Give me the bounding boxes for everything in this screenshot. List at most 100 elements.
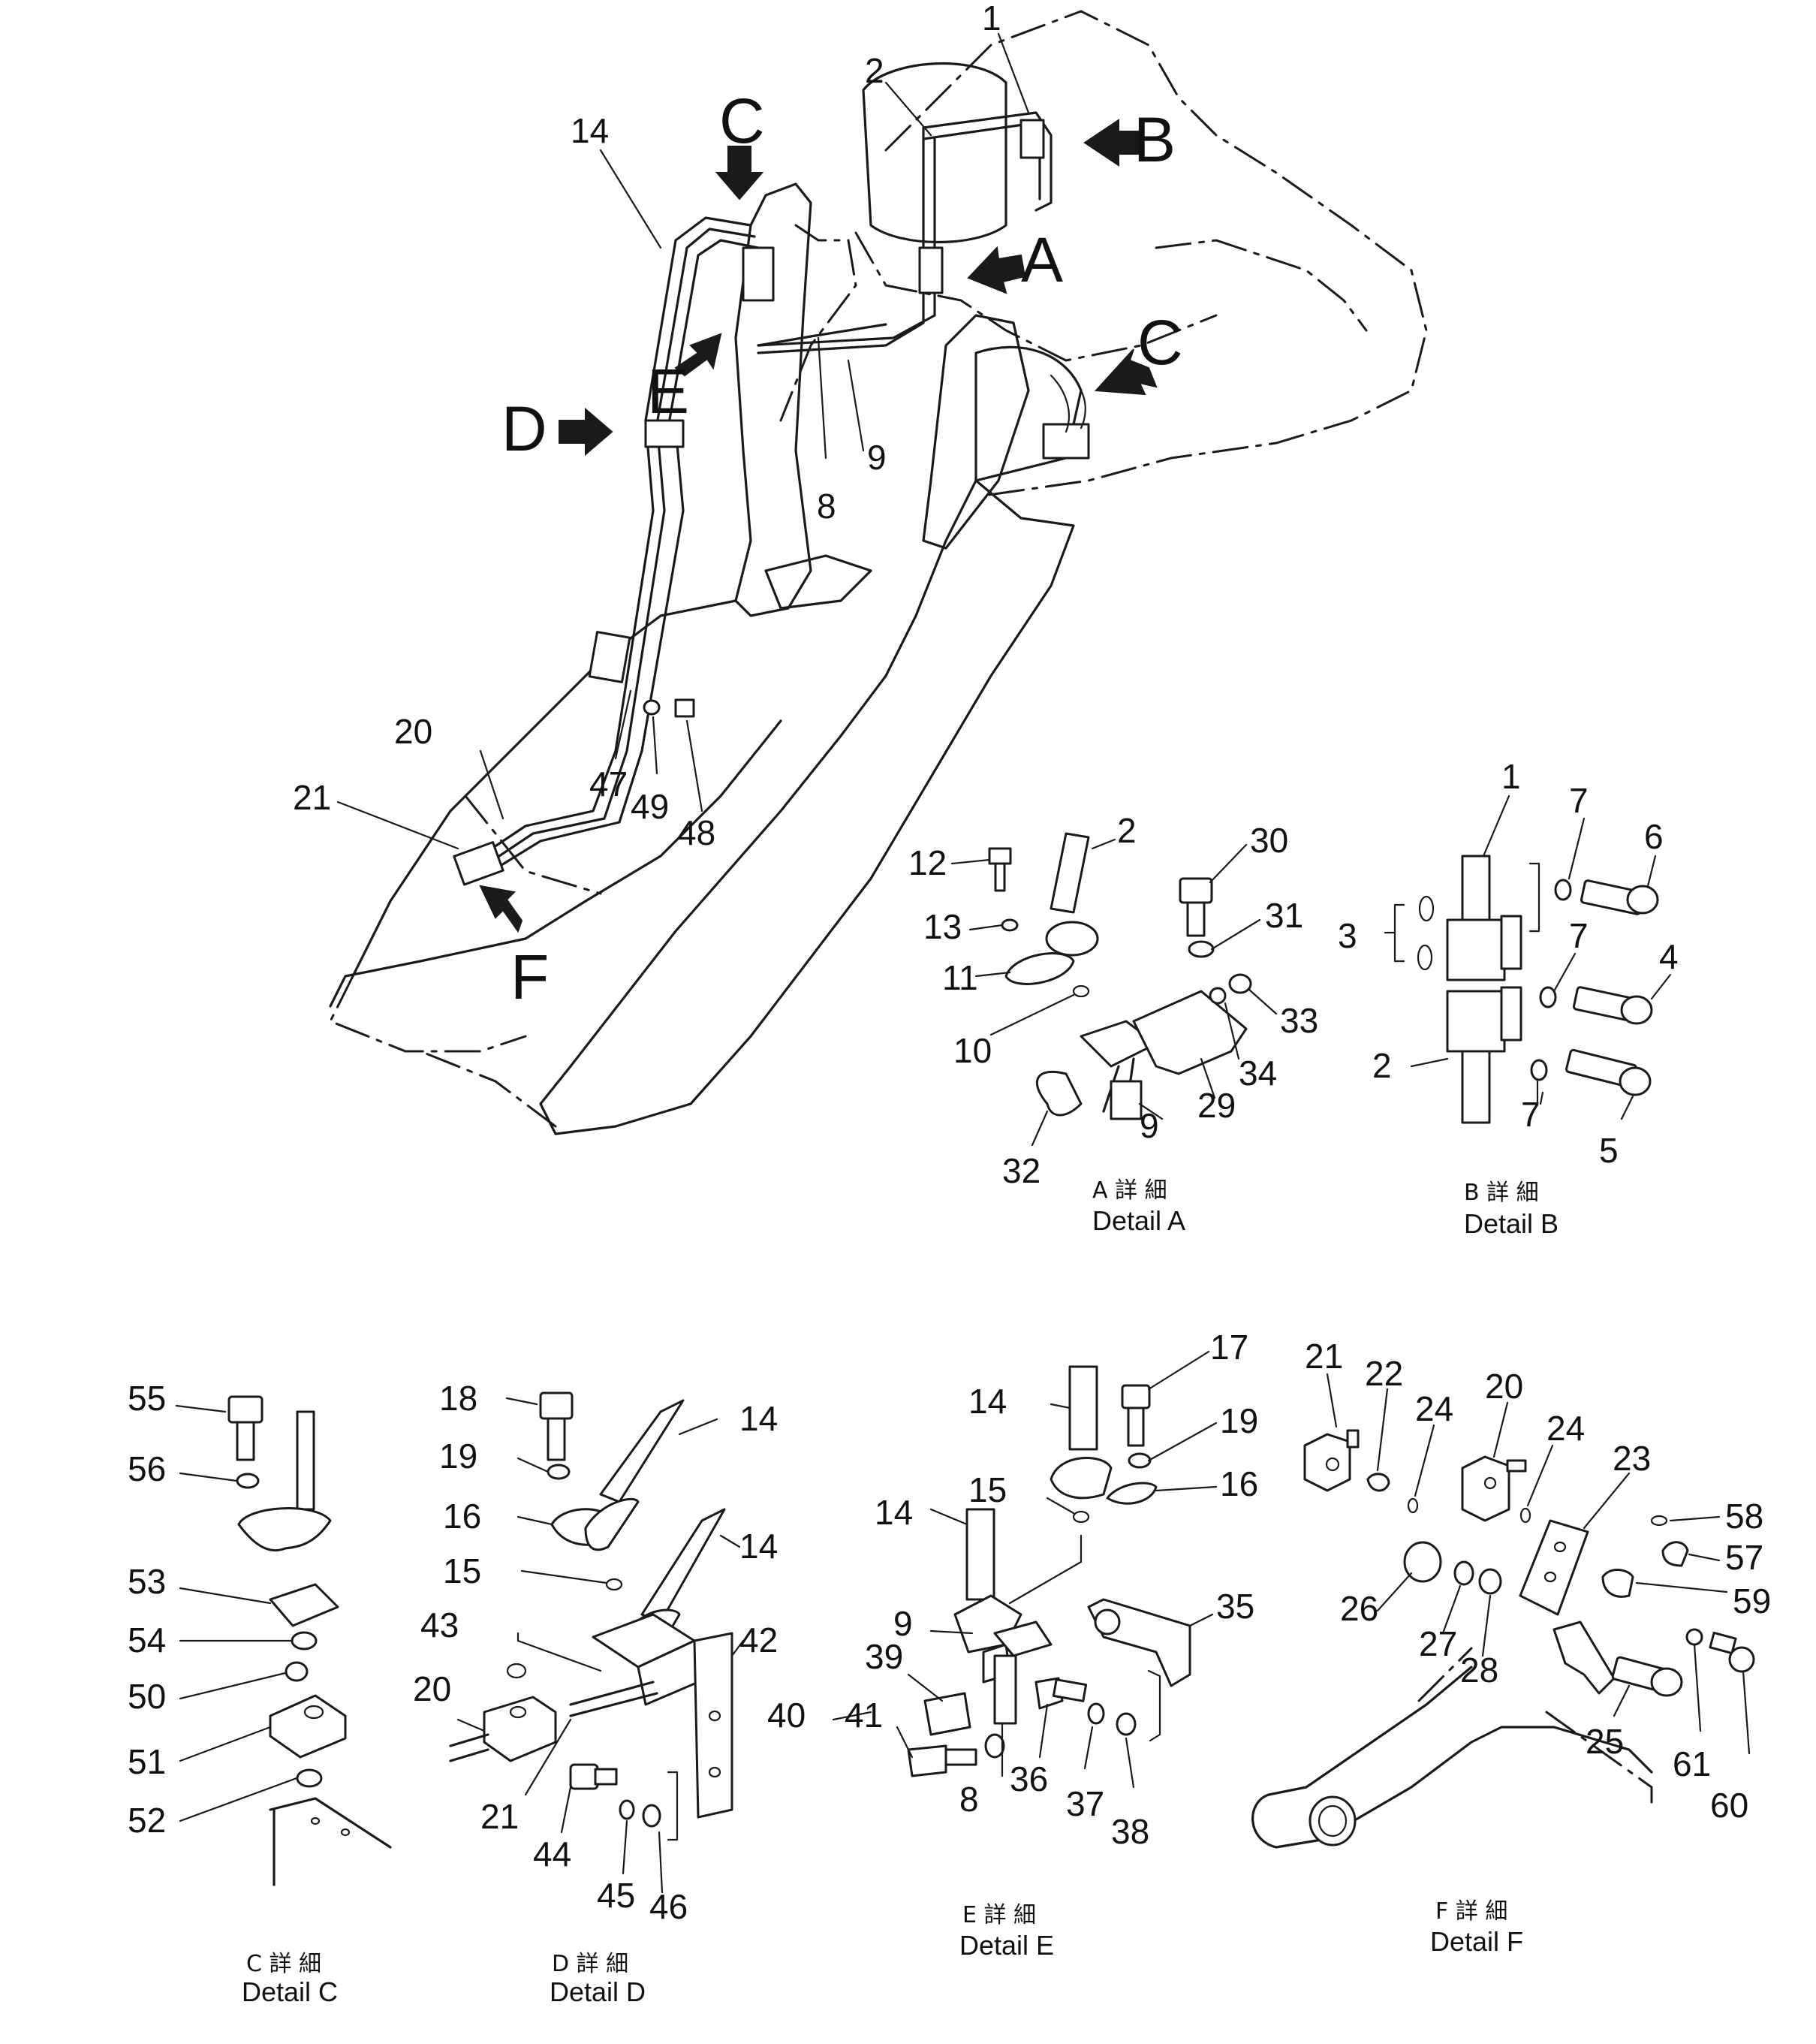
callout-26: 26 — [1340, 1589, 1378, 1628]
callout-29: 29 — [1197, 1086, 1236, 1125]
detail-f: 21 22 24 20 24 23 58 57 59 26 27 28 25 6… — [1251, 1337, 1771, 1957]
callout-59: 59 — [1733, 1581, 1771, 1620]
callout-46: 46 — [649, 1887, 688, 1926]
callout-18: 18 — [439, 1379, 477, 1418]
view-label-c-top: C — [719, 86, 765, 156]
callout-16: 16 — [443, 1497, 481, 1536]
detail-a-caption-en: Detail A — [1092, 1205, 1185, 1236]
callout-15: 15 — [443, 1551, 481, 1590]
callout-21: 21 — [1305, 1337, 1343, 1376]
callout-1: 1 — [982, 0, 1001, 38]
main-assembly-view: B A C C E D F 1 2 14 8 9 20 — [293, 0, 1428, 1135]
detail-a-leaders — [950, 838, 1278, 1147]
callout-27: 27 — [1419, 1624, 1457, 1663]
callout-30: 30 — [1250, 821, 1288, 860]
callout-38: 38 — [1111, 1812, 1149, 1851]
arrow-b-icon — [1083, 119, 1142, 167]
callout-53: 53 — [128, 1562, 166, 1601]
detail-e-caption-jp: E 詳 細 — [962, 1902, 1036, 1928]
callout-33: 33 — [1280, 1001, 1318, 1040]
callout-11: 11 — [942, 958, 978, 997]
machine-outline — [328, 10, 1428, 1135]
view-label-d: D — [501, 393, 547, 464]
callout-37: 37 — [1066, 1784, 1104, 1823]
detail-e-caption-en: Detail E — [959, 1930, 1054, 1961]
callout-2: 2 — [1372, 1046, 1392, 1085]
callout-2: 2 — [865, 51, 884, 90]
detail-e: 14 17 19 15 16 14 35 9 39 41 40 36 37 38… — [767, 1328, 1258, 1961]
view-arrows: B A C C E D F — [479, 86, 1183, 1012]
view-label-b: B — [1134, 104, 1176, 175]
callout-14-lower: 14 — [739, 1527, 778, 1566]
callout-41: 41 — [845, 1696, 883, 1735]
callout-2: 2 — [1117, 811, 1137, 850]
detail-d-caption-en: Detail D — [550, 1976, 646, 2007]
callout-5: 5 — [1599, 1131, 1619, 1170]
callout-9: 9 — [1140, 1106, 1159, 1145]
callout-34: 34 — [1239, 1054, 1277, 1093]
callout-19: 19 — [1220, 1401, 1258, 1440]
arrow-d-icon — [559, 407, 613, 457]
callout-52: 52 — [128, 1801, 166, 1840]
callout-56: 56 — [128, 1449, 166, 1488]
callout-58: 58 — [1725, 1497, 1763, 1536]
detail-b-caption-en: Detail B — [1464, 1208, 1559, 1239]
callout-60: 60 — [1710, 1786, 1748, 1825]
callout-55: 55 — [128, 1379, 166, 1418]
arrow-f-icon — [479, 885, 523, 933]
callout-50: 50 — [128, 1677, 166, 1716]
callout-57: 57 — [1725, 1538, 1763, 1577]
callout-42: 42 — [739, 1620, 778, 1660]
callout-12: 12 — [908, 843, 947, 882]
callout-10: 10 — [953, 1031, 992, 1070]
callout-14-upper: 14 — [739, 1399, 778, 1438]
callout-8: 8 — [817, 487, 836, 526]
callout-14: 14 — [571, 111, 609, 150]
callout-6: 6 — [1644, 817, 1664, 856]
arrow-a-icon — [967, 246, 1026, 294]
callout-19: 19 — [439, 1437, 477, 1476]
detail-a-caption-jp: A 詳 細 — [1092, 1177, 1167, 1204]
main-callouts: 1 2 14 8 9 20 21 47 49 48 — [293, 0, 1001, 852]
callout-9: 9 — [867, 438, 887, 477]
detail-d-caption-jp: D 詳 細 — [552, 1951, 628, 1977]
detail-e-leaders — [832, 1350, 1218, 1789]
main-leaders — [336, 32, 1030, 850]
detail-a: 12 2 30 13 31 11 33 10 34 29 9 32 A 詳 細 … — [908, 811, 1318, 1236]
detail-b: 1 7 6 3 7 4 2 7 5 B 詳 細 Detail B — [1338, 757, 1679, 1239]
callout-14-upper: 14 — [968, 1382, 1007, 1421]
callout-22: 22 — [1365, 1354, 1403, 1393]
detail-c-caption-en: Detail C — [242, 1976, 338, 2007]
detail-d: 18 14 19 16 15 14 43 42 20 21 44 45 46 D… — [413, 1379, 778, 2007]
callout-39: 39 — [865, 1637, 903, 1676]
callout-51: 51 — [128, 1742, 166, 1781]
view-label-c-right: C — [1137, 307, 1183, 378]
callout-24-right: 24 — [1546, 1409, 1585, 1448]
hydraulic-pipes — [453, 111, 1090, 886]
callout-20: 20 — [1485, 1367, 1523, 1406]
callout-8: 8 — [959, 1780, 979, 1819]
callout-7-mid: 7 — [1569, 916, 1589, 955]
callout-21: 21 — [480, 1797, 519, 1836]
callout-3: 3 — [1338, 916, 1357, 955]
callout-21: 21 — [293, 778, 331, 817]
callout-28: 28 — [1460, 1651, 1498, 1690]
callout-24-left: 24 — [1415, 1389, 1453, 1428]
callout-14-lower: 14 — [875, 1493, 913, 1532]
callout-13: 13 — [923, 907, 962, 946]
detail-f-leaders — [1326, 1373, 1751, 1755]
callout-36: 36 — [1010, 1759, 1048, 1798]
callout-44: 44 — [533, 1834, 571, 1874]
callout-16: 16 — [1220, 1464, 1258, 1503]
callout-45: 45 — [597, 1876, 635, 1915]
callout-4: 4 — [1659, 937, 1679, 976]
callout-40: 40 — [767, 1696, 806, 1735]
detail-d-leaders — [456, 1397, 745, 1894]
callout-23: 23 — [1613, 1439, 1651, 1478]
detail-b-leaders — [1410, 794, 1672, 1120]
detail-f-caption-jp: F 詳 細 — [1435, 1898, 1507, 1925]
callout-35: 35 — [1216, 1587, 1254, 1626]
detail-b-caption-jp: B 詳 細 — [1464, 1180, 1539, 1206]
